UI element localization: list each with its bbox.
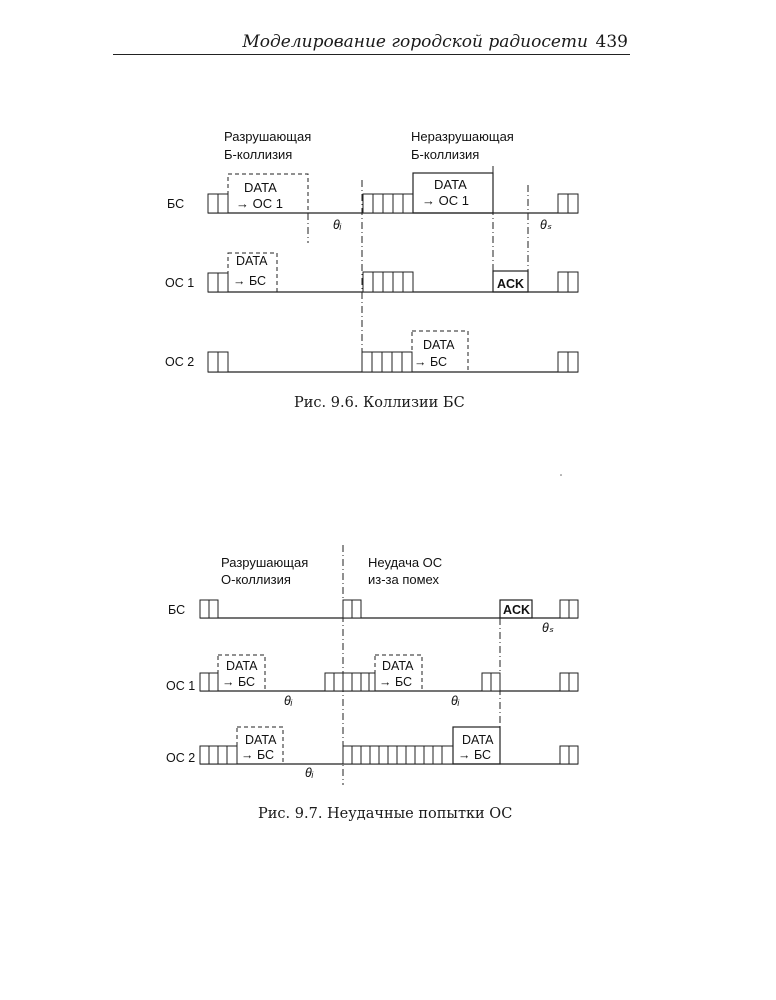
annotation-left-line2: Б-коллизия [224,147,292,162]
bs-frame2-line1: DATA [434,177,467,192]
os2-slots-start [207,351,229,373]
os1-slots-end [559,672,579,692]
os1-frame-line2: → БС [233,274,266,288]
bs-data-frame-ok [412,172,494,214]
bs-ack-label: ACK [503,603,530,617]
theta-i-label: θᵢ [284,694,293,708]
os1-data-frame-2 [374,654,423,692]
os2-data-frame [411,330,469,373]
row-label-bs: БС [168,603,185,617]
bs-slots-start [199,599,219,619]
os1-frame2-line1: DATA [382,659,414,673]
os2-frame-line2: → БС [414,355,447,369]
os1-slots-start [199,672,219,692]
annotation-left-line1: Разрушающая [224,129,311,144]
os1-frame1-line2: → БС [222,675,255,689]
os2-slots-start [199,745,238,765]
annotation-left-line1: Разрушающая [221,555,308,570]
os2-slots-end [559,745,579,765]
os1-frame2-line2: → БС [379,675,412,689]
bs-frame2-line2: → ОС 1 [422,193,469,208]
os2-frame1-line2: → БС [241,748,274,762]
theta-i-label: θᵢ [305,766,314,780]
row-label-os1: ОС 1 [165,276,194,290]
bs-frame1-line1: DATA [244,180,277,195]
figure-9-7-caption: Рис. 9.7. Неудачные попытки ОС [258,806,513,822]
annotation-right-line1: Неудача ОС [368,555,442,570]
annotation-right-line2: из-за помех [368,572,440,587]
theta-s-label: θₛ [542,621,554,635]
row-label-os1: ОС 1 [166,679,195,693]
os2-slots-middle [361,351,413,373]
os2-frame-line1: DATA [423,338,455,352]
row-label-bs: БС [167,197,184,211]
os1-slots-late [481,672,501,692]
os1-data-frame-destroyed [227,252,278,293]
theta-i-label: θᵢ [451,694,460,708]
annotation-left-line2: О-коллизия [221,572,291,587]
figure-9-7: Разрушающая О-коллизия Неудача ОС из-за … [166,545,579,785]
bs-frame1-line2: → ОС 1 [236,196,283,211]
running-header: Моделирование городской радиосети 439 [113,30,630,55]
os1-data-frame-1 [217,654,266,692]
speck [560,474,562,476]
bs-slots-middle [362,193,414,214]
os1-ack-frame [492,270,529,293]
os2-slots-end [557,351,579,373]
row-label-os2: ОС 2 [166,751,195,765]
page-number: 439 [595,32,628,52]
bs-slots-end [559,599,579,619]
os1-frame1-line1: DATA [226,659,258,673]
os1-slots-end [557,271,579,293]
os2-frame1-line1: DATA [245,733,277,747]
os2-frame2-line2: → БС [458,748,491,762]
os2-slots-middle [342,745,454,765]
bs-ack-frame [499,599,533,619]
bs-data-frame-destroyed [227,173,309,214]
os1-slots-middle [324,672,376,692]
os1-slots-start [207,272,229,293]
bs-slots-end [557,193,579,214]
row-label-os2: ОС 2 [165,355,194,369]
os1-ack-label: ACK [497,277,524,291]
theta-s-label: θₛ [540,218,552,232]
os2-data-frame-1 [236,726,284,765]
theta-i-label: θᵢ [333,218,342,232]
bs-slots-middle [342,599,362,619]
os2-frame2-line1: DATA [462,733,494,747]
figure-9-6: Разрушающая Б-коллизия Неразрушающая Б-к… [165,129,579,373]
annotation-right-line2: Б-коллизия [411,147,479,162]
os1-frame-line1: DATA [236,254,268,268]
bs-slots-start [207,193,229,214]
figure-9-6-caption: Рис. 9.6. Коллизии БС [294,395,465,411]
os1-slots-middle [362,271,414,293]
chapter-title: Моделирование городской радиосети [242,32,588,52]
annotation-right-line1: Неразрушающая [411,129,514,144]
